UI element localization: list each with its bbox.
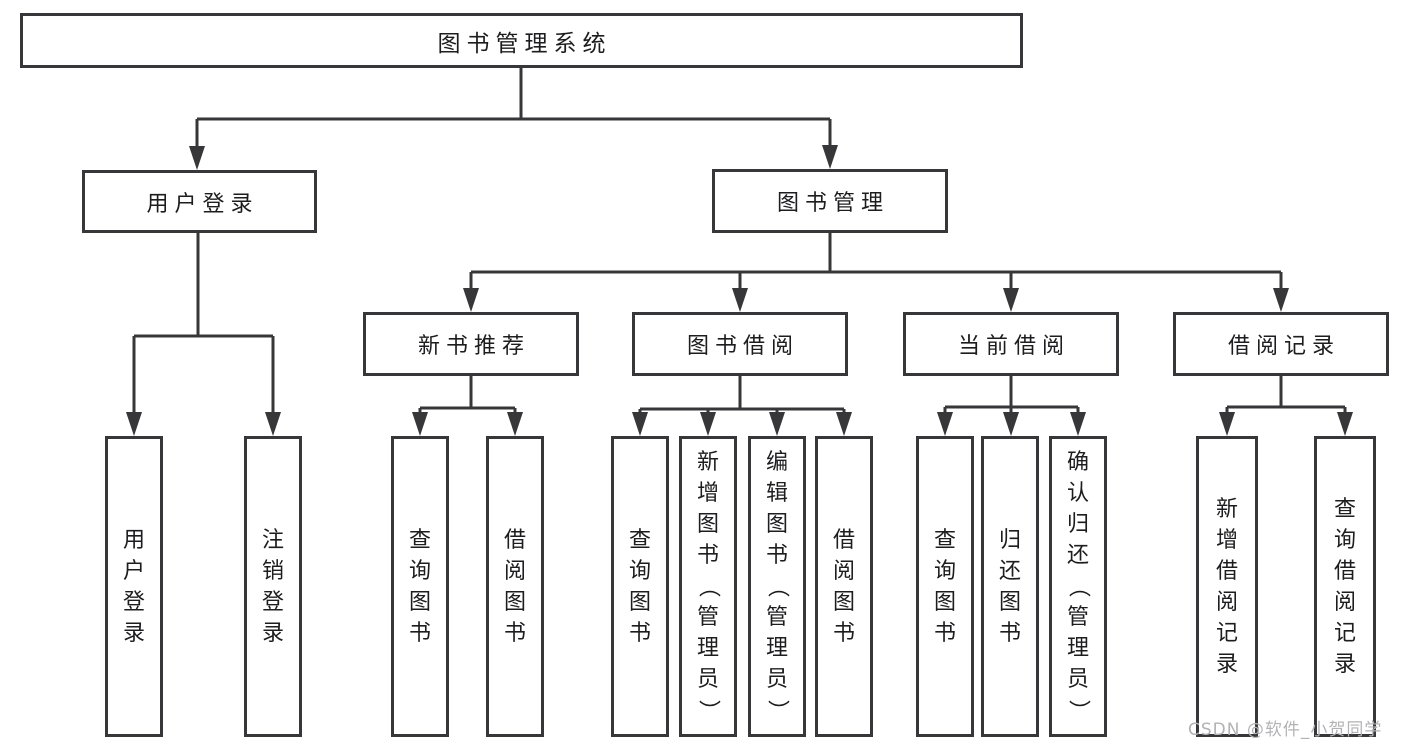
- leaf-query-books-borrowing: 查询图书: [611, 436, 669, 737]
- leaf-query-books-recommend-label: 查询图书: [408, 527, 431, 646]
- leaf-add-book-admin: 新增图书（管理员）: [679, 436, 737, 737]
- leaf-query-borrow-record: 查询借阅记录: [1314, 436, 1376, 737]
- root-node: 图书管理系统: [20, 13, 1023, 68]
- leaf-borrow-books-borrowing: 借阅图书: [815, 436, 873, 737]
- leaf-add-borrow-record: 新增借阅记录: [1196, 436, 1258, 737]
- node-book-management-label: 图书管理: [776, 191, 889, 216]
- node-user-login-label: 用户登录: [146, 191, 259, 217]
- leaf-query-books-borrowing-label: 查询图书: [628, 527, 651, 646]
- leaf-borrow-books-recommend-label: 借阅图书: [503, 527, 526, 646]
- leaf-query-books-current-label: 查询图书: [933, 527, 956, 646]
- leaf-edit-book-admin-label: 编辑图书（管理员）: [764, 450, 790, 722]
- node-borrowing-records-label: 借阅记录: [1227, 334, 1340, 359]
- leaf-confirm-return-admin-label: 确认归还（管理员）: [1065, 450, 1091, 722]
- root-node-label: 图书管理系统: [437, 30, 612, 57]
- leaf-add-book-admin-label: 新增图书（管理员）: [695, 450, 721, 722]
- leaf-query-borrow-record-label: 查询借阅记录: [1333, 496, 1356, 677]
- leaf-user-login: 用户登录: [105, 436, 163, 737]
- leaf-return-books-label: 归还图书: [998, 527, 1021, 646]
- leaf-user-login-label: 用户登录: [122, 527, 145, 646]
- leaf-borrow-books-recommend: 借阅图书: [486, 436, 544, 737]
- leaf-return-books: 归还图书: [981, 436, 1039, 737]
- leaf-logout-label: 注销登录: [261, 527, 284, 646]
- leaf-borrow-books-borrowing-label: 借阅图书: [832, 527, 855, 646]
- node-new-book-recommendation: 新书推荐: [363, 312, 579, 376]
- node-book-borrowing-label: 图书借阅: [686, 334, 799, 359]
- leaf-confirm-return-admin: 确认归还（管理员）: [1049, 436, 1107, 737]
- node-user-login: 用户登录: [82, 170, 317, 233]
- node-book-borrowing: 图书借阅: [632, 312, 848, 376]
- node-borrowing-records: 借阅记录: [1173, 312, 1389, 376]
- leaf-add-borrow-record-label: 新增借阅记录: [1215, 496, 1238, 677]
- node-current-borrowing: 当前借阅: [903, 312, 1119, 376]
- node-new-book-recommendation-label: 新书推荐: [417, 334, 530, 359]
- watermark-text: CSDN @软件_小贺同学: [1188, 720, 1383, 740]
- leaf-edit-book-admin: 编辑图书（管理员）: [748, 436, 806, 737]
- node-current-borrowing-label: 当前借阅: [957, 334, 1070, 359]
- leaf-logout: 注销登录: [244, 436, 302, 737]
- leaf-query-books-recommend: 查询图书: [391, 436, 449, 737]
- node-book-management: 图书管理: [712, 169, 948, 233]
- leaf-query-books-current: 查询图书: [916, 436, 974, 737]
